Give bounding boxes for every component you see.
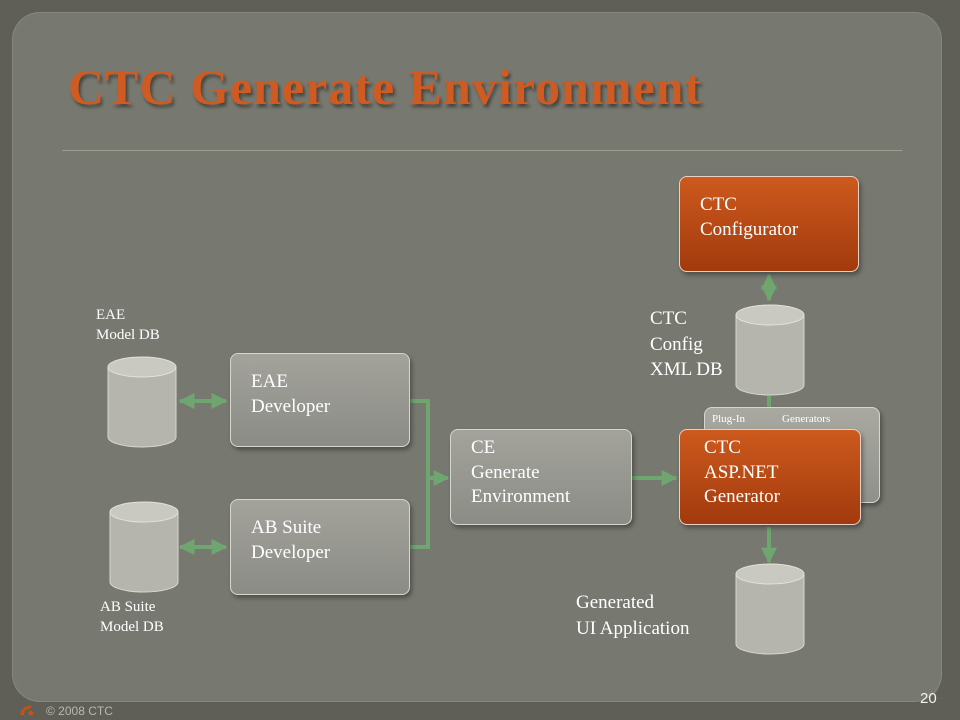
eae-model-db-cylinder [107,356,177,448]
title-divider [62,150,902,151]
ce-generate-environment-box: CE Generate Environment [450,429,632,525]
connector-ab-to-junction [410,478,430,549]
ctc-config-xml-db-label: CTC Config XML DB [650,308,723,381]
slide-title: CTC Generate Environment [68,59,703,115]
ctc-configurator-box: CTC Configurator [679,176,859,272]
ab-suite-developer-box: AB Suite Developer [230,499,410,595]
ab-suite-model-db-label: AB Suite Model DB [100,599,164,636]
plugin-group-label-left: Plug-In [712,413,745,425]
eae-developer-box: EAE Developer [230,353,410,447]
eae-model-db-label: EAE Model DB [96,307,160,344]
generated-ui-app-cylinder [735,563,805,655]
ctc-aspnet-generator-box: CTC ASP.NET Generator [679,429,861,525]
ab-suite-model-db-cylinder [109,501,179,593]
ctc-config-xml-db-cylinder [735,304,805,396]
page-number: 20 [920,690,937,707]
plugin-group-label-right: Generators [782,413,831,425]
ctc-logo-icon [20,705,34,716]
generated-ui-app-label: Generated UI Application [576,592,690,639]
footer-copyright: © 2008 CTC [46,704,113,718]
connector-eae-to-junction [410,399,430,478]
